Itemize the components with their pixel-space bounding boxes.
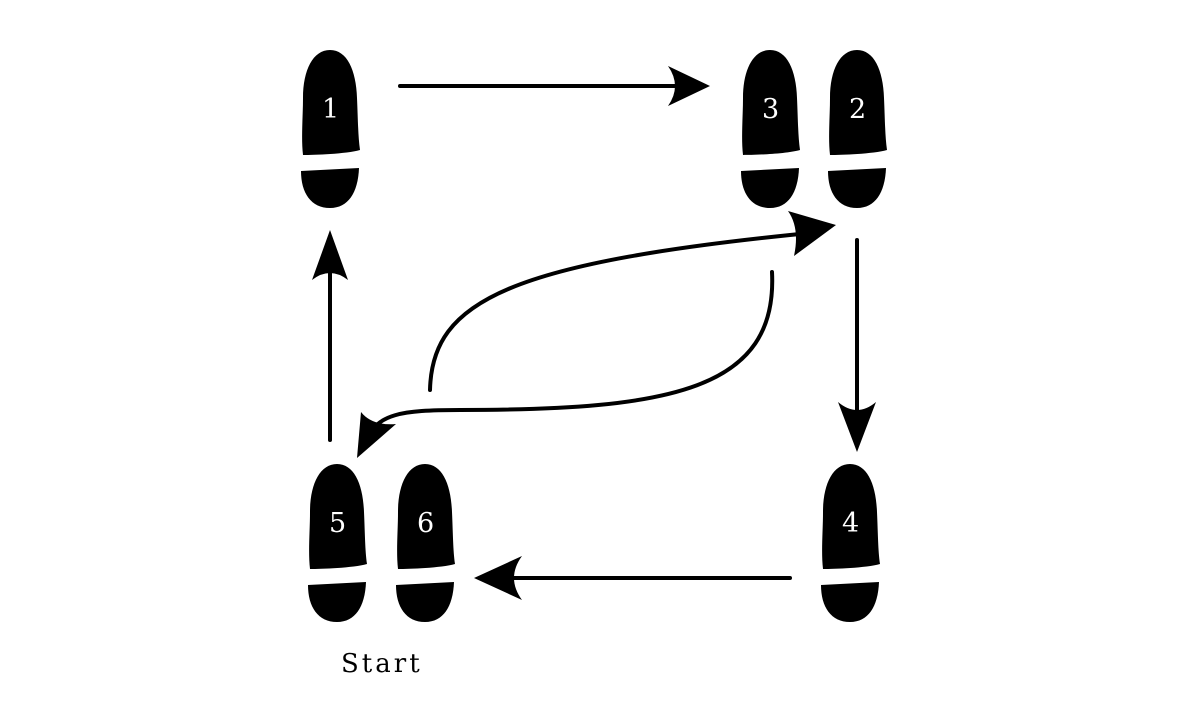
arrow-icon: [364, 270, 775, 442]
step-number-4: 4: [842, 508, 859, 539]
arrow-head: [474, 556, 522, 600]
step-number-2: 2: [849, 94, 866, 125]
footprint-3: 3: [741, 50, 800, 208]
arrow-5-to-1: [312, 230, 348, 442]
arrow-1-to-3: [398, 66, 710, 106]
footprint-icon: [741, 50, 800, 208]
arrow-head: [668, 66, 710, 106]
footprint-1: 1: [301, 50, 360, 208]
footprint-4: 4: [821, 464, 880, 622]
arrow-2-to-4: [838, 238, 876, 452]
footprint-5: 5: [308, 464, 367, 622]
arrow-head: [838, 402, 876, 452]
footprint-icon: [396, 464, 455, 622]
arrow-curve-to-5: [357, 270, 775, 458]
footprint-icon: [828, 50, 887, 208]
arrow-icon: [428, 230, 822, 392]
arrow-4-to-6: [474, 556, 792, 600]
footprint-6: 6: [396, 464, 455, 622]
arrow-head: [312, 230, 348, 280]
arrow-head: [357, 412, 396, 458]
step-number-5: 5: [329, 508, 346, 539]
step-number-1: 1: [322, 94, 339, 125]
footprint-icon: [308, 464, 367, 622]
step-number-3: 3: [762, 94, 779, 125]
footprint-icon: [821, 464, 880, 622]
arrow-head: [788, 211, 836, 256]
arrow-curve-to-2: [428, 211, 836, 392]
step-number-6: 6: [417, 508, 434, 539]
footprint-2: 2: [828, 50, 887, 208]
footprint-icon: [301, 50, 360, 208]
start-label: Start: [341, 649, 423, 679]
